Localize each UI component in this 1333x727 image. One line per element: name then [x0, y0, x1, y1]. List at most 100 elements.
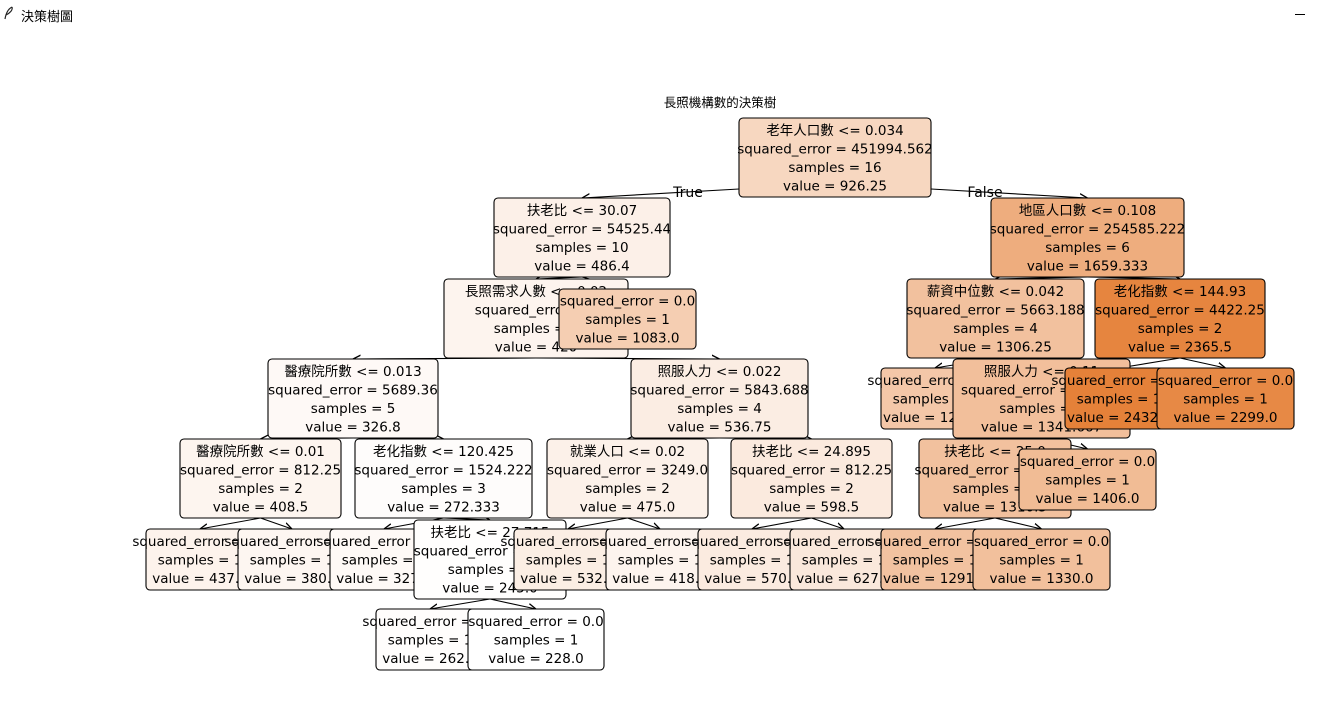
minimize-button[interactable]	[1286, 2, 1316, 24]
tree-edge-28-30	[1179, 357, 1226, 368]
tree-node-line: 就業人口 <= 0.02	[570, 444, 685, 460]
tree-edge-16-18	[811, 517, 845, 529]
tree-node-box	[546, 438, 709, 519]
tree-node-box	[990, 197, 1185, 278]
window-titlebar: 決策樹圖	[0, 0, 1333, 28]
tree-node-line: samples = 6	[1045, 240, 1130, 256]
tree-edge-9-11	[489, 598, 536, 609]
tree-node-box	[906, 278, 1085, 359]
tree-node-line: value = 326.8	[305, 419, 400, 435]
tree-edge-4-6	[260, 517, 293, 529]
tree-node-line: samples = 16	[788, 160, 881, 176]
tree-node-line: samples = 4	[953, 321, 1038, 337]
tree-node-line: value = 1306.25	[939, 339, 1052, 355]
tree-node-line: squared_error = 0.0	[362, 614, 497, 630]
tree-node-line: value = 570.0	[704, 571, 799, 587]
tree-node-line: value = 327.0	[336, 571, 431, 587]
tree-node-line: samples = 1	[618, 553, 703, 569]
tree-node-line: samples = 2	[769, 481, 854, 497]
tree-node-box	[738, 117, 932, 198]
tree-node-line: squared_error = 0.0	[132, 534, 267, 550]
window-title: 決策樹圖	[21, 10, 74, 25]
tree-node-line: samples = 1	[342, 553, 427, 569]
tree-node-line: value = 2299.0	[1173, 410, 1277, 426]
branch-label-false: False	[967, 185, 1002, 201]
tree-node-line: samples = 4	[677, 401, 762, 417]
tree-node-line: squared_error = 812.25	[731, 462, 892, 478]
tree-node-line: 照服人力 <= 0.022	[658, 364, 782, 380]
tree-node-line: value = 627.0	[796, 571, 891, 587]
tree-node-line: samples = 2	[448, 562, 533, 578]
tree-node-line: value = 475.0	[580, 499, 675, 515]
tree-node-box	[730, 438, 893, 519]
tree-node-line: value = 262.0	[382, 651, 477, 667]
tree-node-line: value = 420	[495, 339, 578, 355]
tree-node-line: samples = 1	[1077, 392, 1162, 408]
tree-node-line: 老化指數 <= 144.93	[1114, 284, 1246, 300]
tree-node-line: squared_error = 54525.44	[493, 221, 671, 237]
tree-node-line: value = 1659.333	[1027, 258, 1148, 274]
tree-node-line: squared_error = 3249.0	[547, 462, 708, 478]
tree-node-line: samples = 10	[535, 240, 628, 256]
tree-node-line: value = 437.0	[152, 571, 247, 587]
tree-node-line: squared_error = 0.0	[224, 534, 359, 550]
tree-node-line: squared_error = 0.0	[592, 534, 727, 550]
tree-edge-9-10	[430, 598, 491, 609]
tree-node-box	[267, 358, 439, 439]
tree-node-line: samples = 1	[526, 553, 611, 569]
tree-node-line: samples = 2	[1138, 321, 1223, 337]
branch-label-true: True	[672, 185, 703, 201]
tree-node-line: value = 272.333	[387, 499, 500, 515]
tree-node-line: 薪資中位數 <= 0.042	[927, 284, 1064, 300]
tree-node-line: 醫療院所數 <= 0.013	[284, 363, 421, 380]
tree-node-line: samples = 1	[1045, 473, 1130, 489]
tree-node-line: squared_error = 5663.188	[906, 302, 1084, 318]
tree-node-line: samples = 3	[401, 481, 486, 497]
tree-node-box	[1094, 278, 1266, 359]
tree-node-line: squared_error = 254585.222	[990, 221, 1185, 237]
tree-node-box	[179, 438, 342, 519]
tree-node-line: value = 486.4	[534, 258, 629, 274]
tree-edge-0-20	[930, 188, 1088, 198]
tree-node-line: value = 536.75	[667, 419, 771, 435]
tree-node-leaf: squared_error = 0.0 samples = 1 value = 26…	[362, 608, 498, 671]
tree-node-box	[493, 197, 671, 278]
tree-node-line: value = 1291.0	[883, 571, 987, 587]
tree-node-line: 扶老比 <= 24.895	[752, 444, 871, 460]
tree-node-line: samples = 2	[585, 481, 670, 497]
tree-node-line: samples = 1	[802, 553, 887, 569]
tree-edge-0-1	[582, 188, 740, 198]
tree-node-line: samples = 3	[999, 401, 1084, 417]
tree-node-line: squared_error = 0.0	[1020, 454, 1155, 470]
tree-node-line: samples = 2	[953, 481, 1038, 497]
tree-node-line: value = 926.25	[783, 178, 887, 194]
tree-node-line: 老化指數 <= 120.425	[373, 444, 514, 460]
figure-title: 長照機構數的決策樹	[664, 95, 777, 110]
tree-node-line: 醫療院所數 <= 0.01	[196, 443, 325, 460]
tree-node-line: value = 2365.5	[1128, 339, 1232, 355]
feather-icon	[4, 6, 13, 20]
tree-node-box	[354, 438, 533, 519]
tree-node-box	[972, 528, 1111, 591]
tree-node-line: squared_error = 5689.36	[268, 382, 438, 398]
tree-node-line: squared_error = 0.0	[560, 294, 695, 310]
tree-node-line: samples = 1	[388, 633, 473, 649]
tree-node-box	[467, 608, 605, 671]
tree-node-line: value = 2432.0	[1067, 410, 1171, 426]
minimize-icon	[1295, 14, 1305, 15]
